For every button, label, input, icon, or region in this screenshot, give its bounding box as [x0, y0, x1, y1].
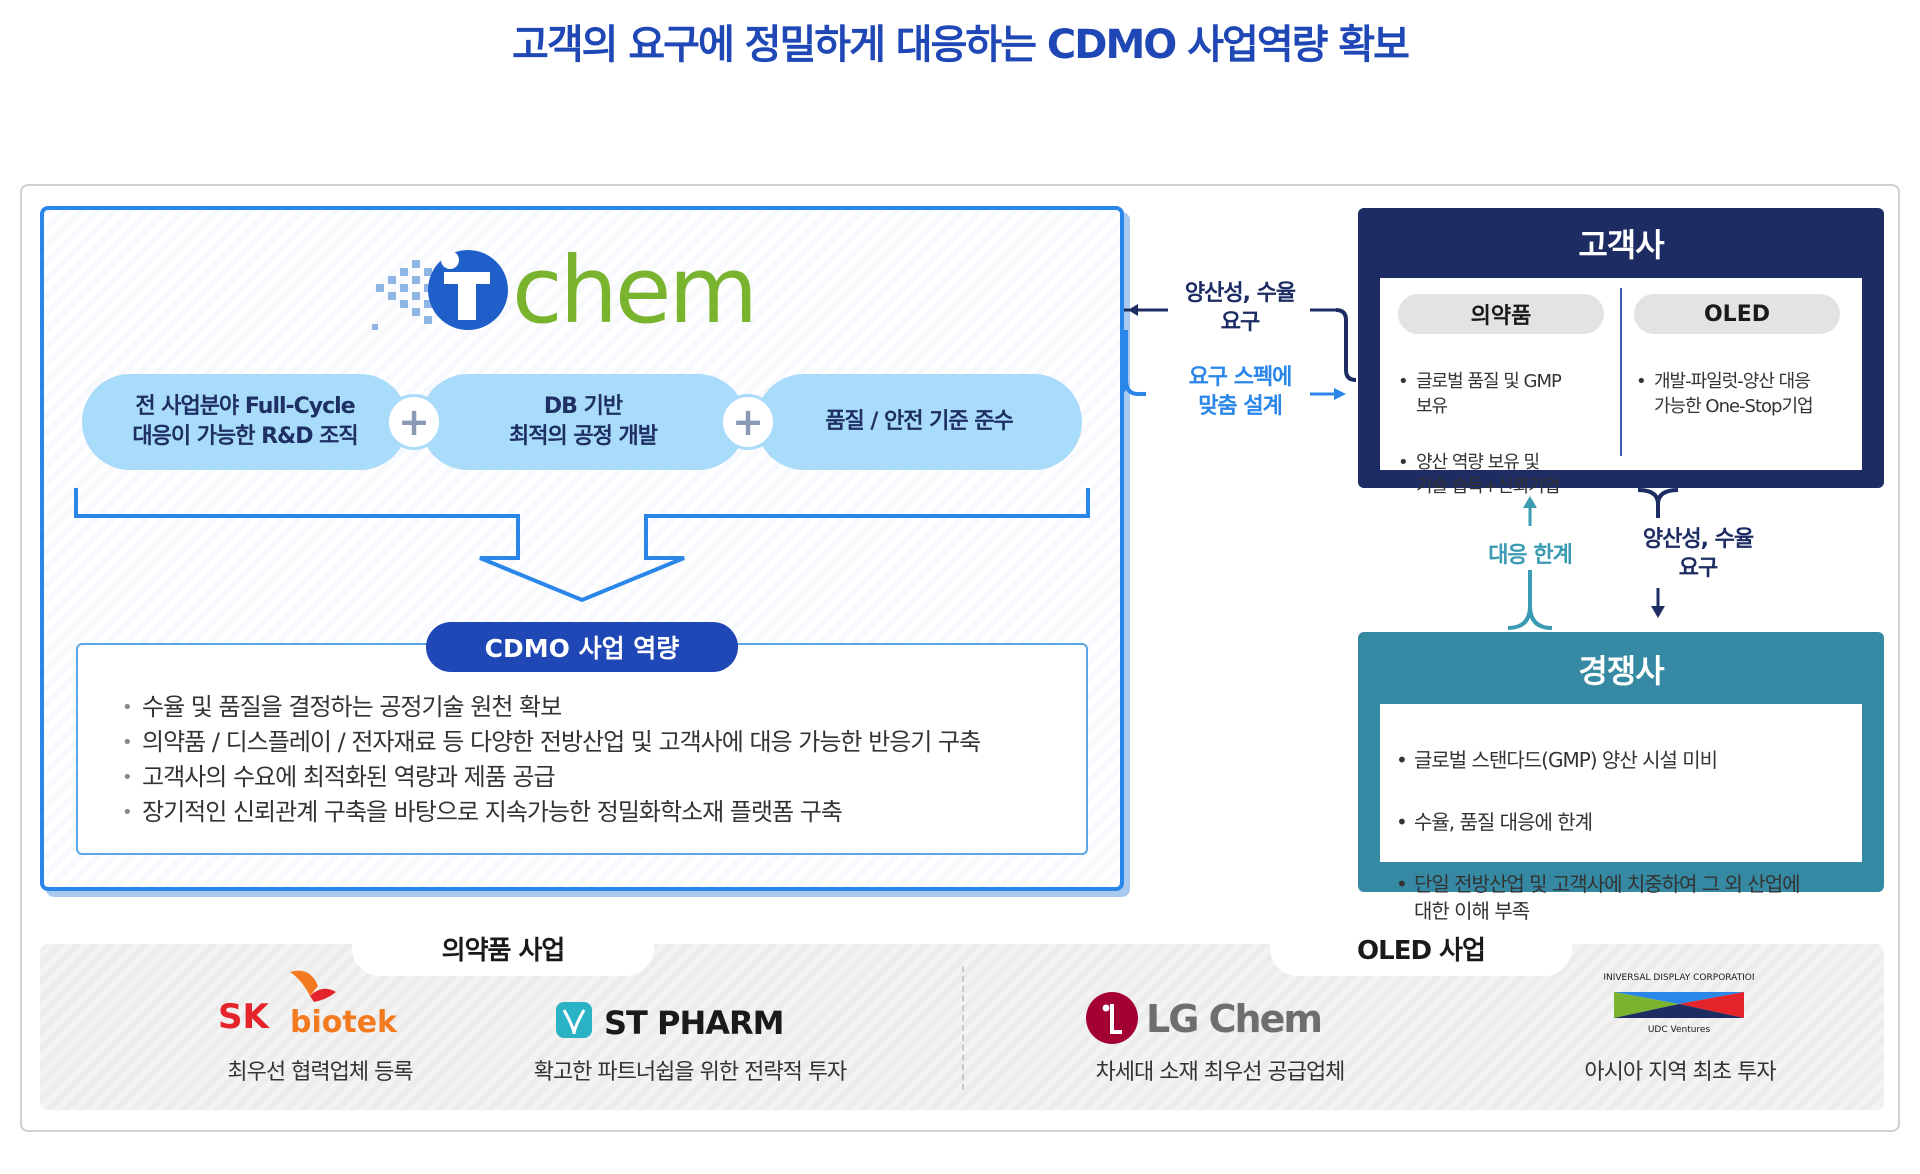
competitor-list: 글로벌 스탠다드(GMP) 양산 시설 미비 수율, 품질 대응에 한계 단일 … — [1396, 720, 1856, 960]
svg-text:UNIVERSAL DISPLAY CORPORATION: UNIVERSAL DISPLAY CORPORATION — [1604, 973, 1754, 983]
caption-st-pharm: 확고한 파트너쉽을 위한 전략적 투자 — [533, 1060, 848, 1085]
page-title: 고객의 요구에 정밀하게 대응하는 CDMO 사업역량 확보 — [512, 22, 1410, 68]
vertical-connectors — [1507, 488, 1679, 630]
customer-title: 고객사 — [1578, 226, 1664, 264]
category-oled: OLED — [1634, 294, 1840, 334]
plus-icon: + — [720, 394, 776, 450]
svg-text:biotek: biotek — [290, 1005, 398, 1040]
cdmo-list: 수율 및 품질을 결정하는 공정기술 원천 확보 의약품 / 디스플레이 / 전… — [122, 690, 981, 830]
tab-oled-business: OLED 사업 — [1270, 920, 1572, 976]
band-divider — [962, 966, 964, 1090]
caption-udc: 아시아 지역 최초 투자 — [1584, 1060, 1776, 1085]
competitor-item: 단일 전방산업 및 고객사에 치중하여 그 외 산업에 대한 이해 부족 — [1396, 871, 1856, 925]
oled-list: 개발-파일럿-양산 대응 가능한 One-Stop기업 — [1636, 346, 1856, 451]
cdmo-badge: CDMO 사업 역량 — [426, 622, 738, 672]
category-pharma: 의약품 — [1398, 294, 1604, 334]
pill-db-process: DB 기반 최적의 공정 개발 — [420, 374, 746, 470]
pharma-item: 양산 역량 보유 및 기술 습득+신뢰기업 — [1398, 451, 1608, 500]
lg-chem-logo: LG Chem — [1086, 992, 1323, 1044]
label-yield-demand-down: 양산성, 수율 요구 — [1642, 527, 1754, 581]
svg-text:UDC Ventures: UDC Ventures — [1648, 1025, 1711, 1035]
caption-lg-chem: 차세대 소재 최우선 공급업체 — [1095, 1060, 1346, 1085]
logo-text: chem — [512, 240, 755, 340]
pharma-item: 글로벌 품질 및 GMP 보유 — [1398, 370, 1608, 419]
middle-connector — [1120, 304, 1357, 400]
column-divider — [1620, 288, 1622, 456]
st-pharm-logo: ST PHARM — [556, 1002, 785, 1042]
itchem-logo: chem — [372, 240, 758, 340]
merge-arrow — [74, 488, 1090, 603]
cdmo-item: 장기적인 신뢰관계 구축을 바탕으로 지속가능한 정밀화학소재 플랫폼 구축 — [122, 795, 980, 830]
competitor-title: 경쟁사 — [1578, 652, 1664, 690]
label-yield-demand: 양산성, 수율 요구 — [1184, 281, 1296, 335]
udc-logo: UNIVERSAL DISPLAY CORPORATION UDC Ventur… — [1604, 973, 1754, 1035]
competitor-item: 수율, 품질 대응에 한계 — [1396, 809, 1856, 836]
label-response-limit: 대응 한계 — [1488, 543, 1573, 568]
oled-item: 개발-파일럿-양산 대응 가능한 One-Stop기업 — [1636, 370, 1856, 419]
cdmo-item: 의약품 / 디스플레이 / 전자재료 등 다양한 전방산업 및 고객사에 대응 … — [122, 725, 981, 760]
caption-sk-biotek: 최우선 협력업체 등록 — [227, 1060, 413, 1085]
plus-icon: + — [386, 394, 442, 450]
svg-text:SK: SK — [218, 997, 270, 1037]
cdmo-item: 고객사의 수요에 최적화된 역량과 제품 공급 — [122, 760, 980, 795]
pill-rnd: 전 사업분야 Full-Cycle 대응이 가능한 R&D 조직 — [82, 374, 408, 470]
label-custom-design: 요구 스펙에 맞춤 설계 — [1188, 365, 1293, 419]
svg-text:LG Chem: LG Chem — [1146, 997, 1321, 1041]
pill-quality-safety: 품질 / 안전 기준 준수 — [756, 374, 1082, 470]
sk-biotek-logo: SK biotek — [218, 970, 398, 1040]
competitor-item: 글로벌 스탠다드(GMP) 양산 시설 미비 — [1396, 747, 1856, 774]
cdmo-item: 수율 및 품질을 결정하는 공정기술 원천 확보 — [122, 690, 980, 725]
tab-pharma-business: 의약품 사업 — [352, 920, 654, 976]
svg-text:ST PHARM: ST PHARM — [604, 1004, 784, 1042]
pharma-list: 글로벌 품질 및 GMP 보유 양산 역량 보유 및 기술 습득+신뢰기업 — [1398, 346, 1608, 532]
